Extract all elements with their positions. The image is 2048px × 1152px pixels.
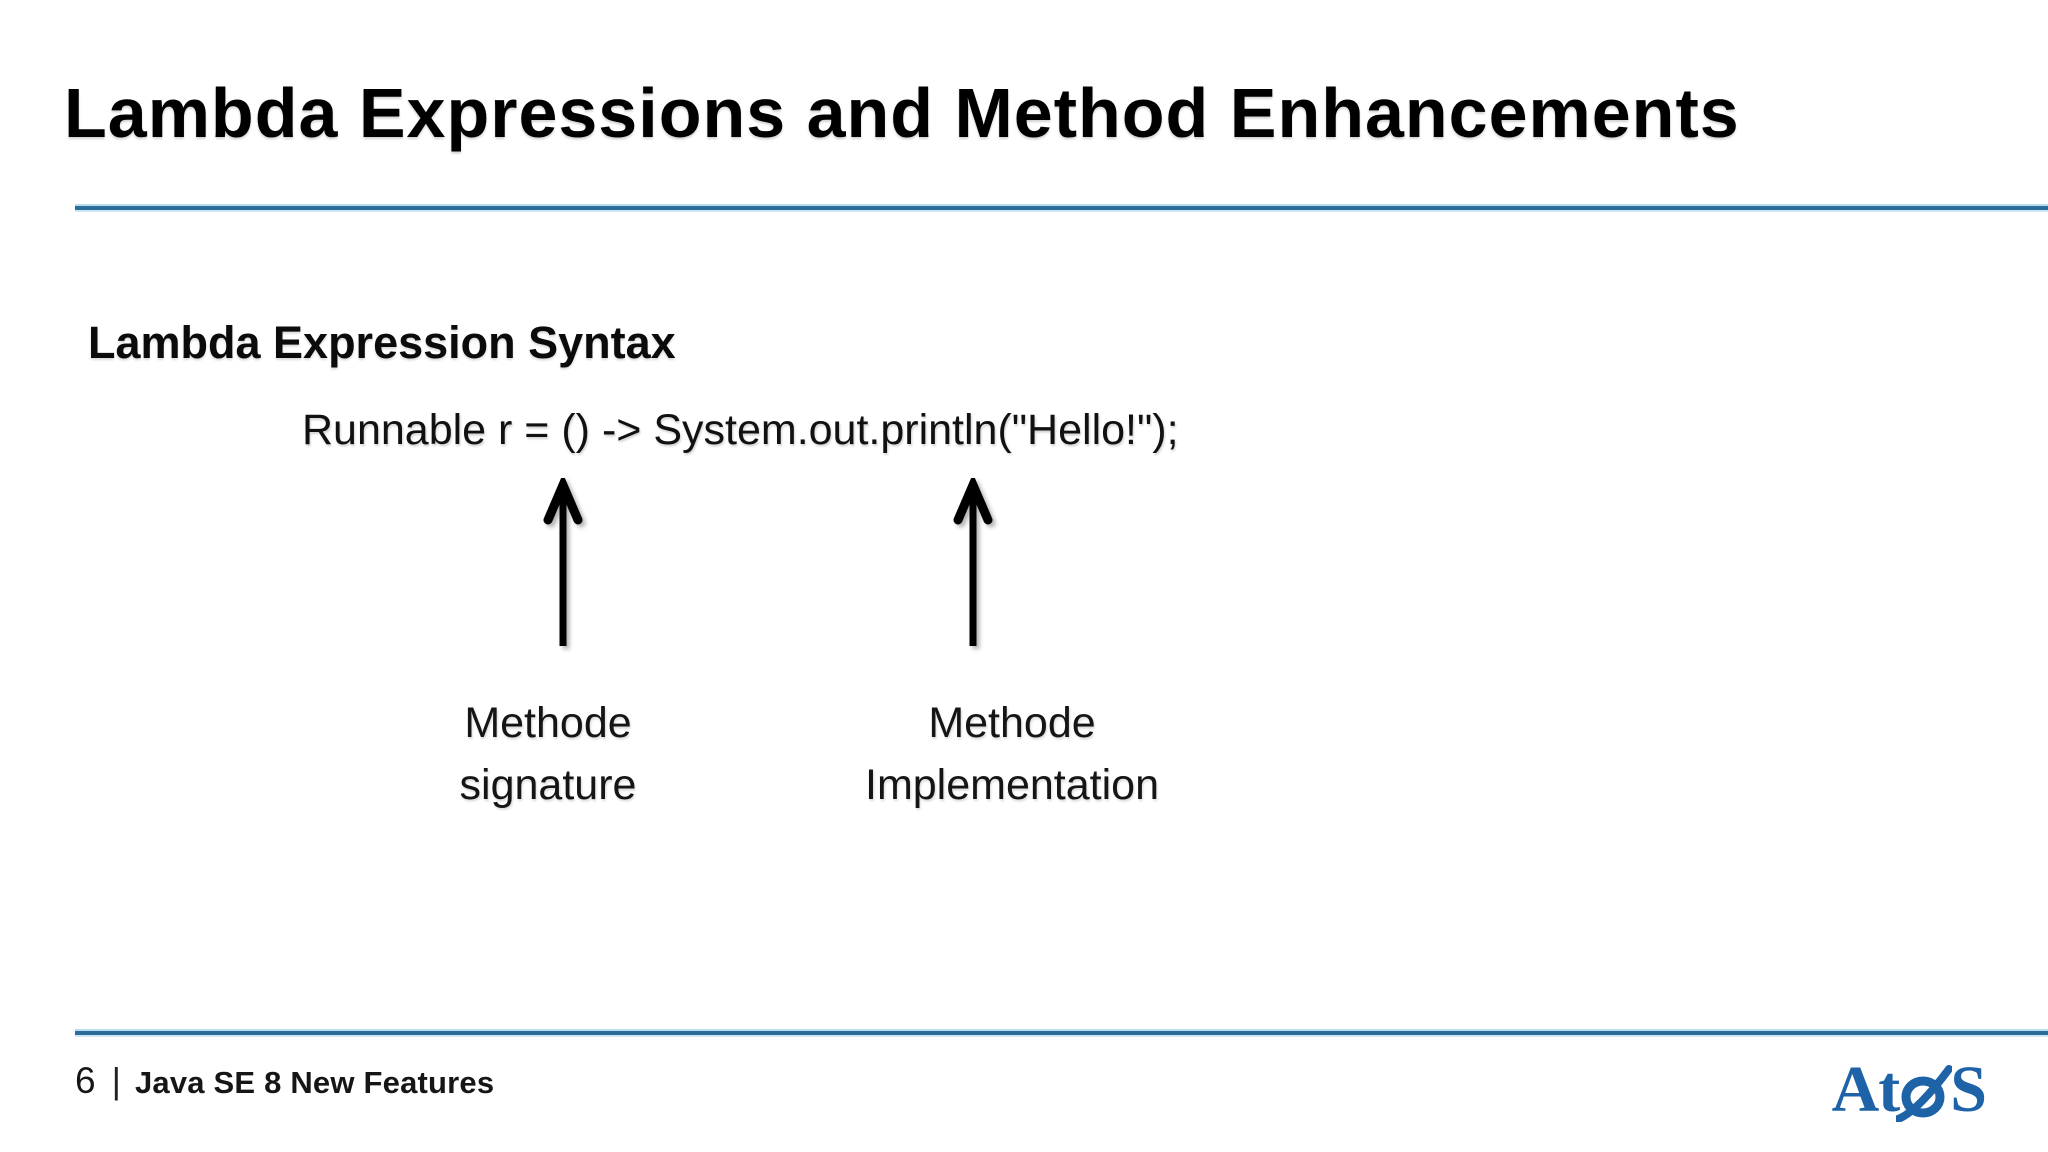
- footer-divider-line: [75, 1029, 2048, 1037]
- presentation-title: Java SE 8 New Features: [134, 1065, 495, 1100]
- annotation-line: Methode: [464, 699, 632, 747]
- title-divider-line: [75, 204, 2048, 212]
- code-line: Runnable r = () -> System.out.println("H…: [302, 406, 1179, 454]
- footer-separator: |: [111, 1060, 121, 1101]
- annotation-method-signature: Methode signature: [378, 692, 718, 816]
- up-arrow-left-icon: [543, 478, 583, 646]
- page-number: 6: [75, 1060, 96, 1101]
- section-heading: Lambda Expression Syntax: [88, 317, 676, 369]
- slide-title: Lambda Expressions and Method Enhancemen…: [64, 73, 1740, 152]
- annotation-line: Methode: [928, 699, 1096, 747]
- atos-logo: At S: [1831, 1053, 1987, 1126]
- atos-logo-o-swoosh-icon: [1896, 1065, 1953, 1122]
- footer: 6 | Java SE 8 New Features: [75, 1060, 494, 1102]
- annotation-line: signature: [459, 761, 637, 809]
- atos-logo-text-left: At: [1831, 1053, 1901, 1126]
- up-arrow-right-icon: [953, 478, 993, 646]
- annotation-method-implementation: Methode Implementation: [792, 692, 1232, 816]
- annotation-line: Implementation: [865, 761, 1159, 809]
- atos-logo-text-right: S: [1950, 1053, 1987, 1126]
